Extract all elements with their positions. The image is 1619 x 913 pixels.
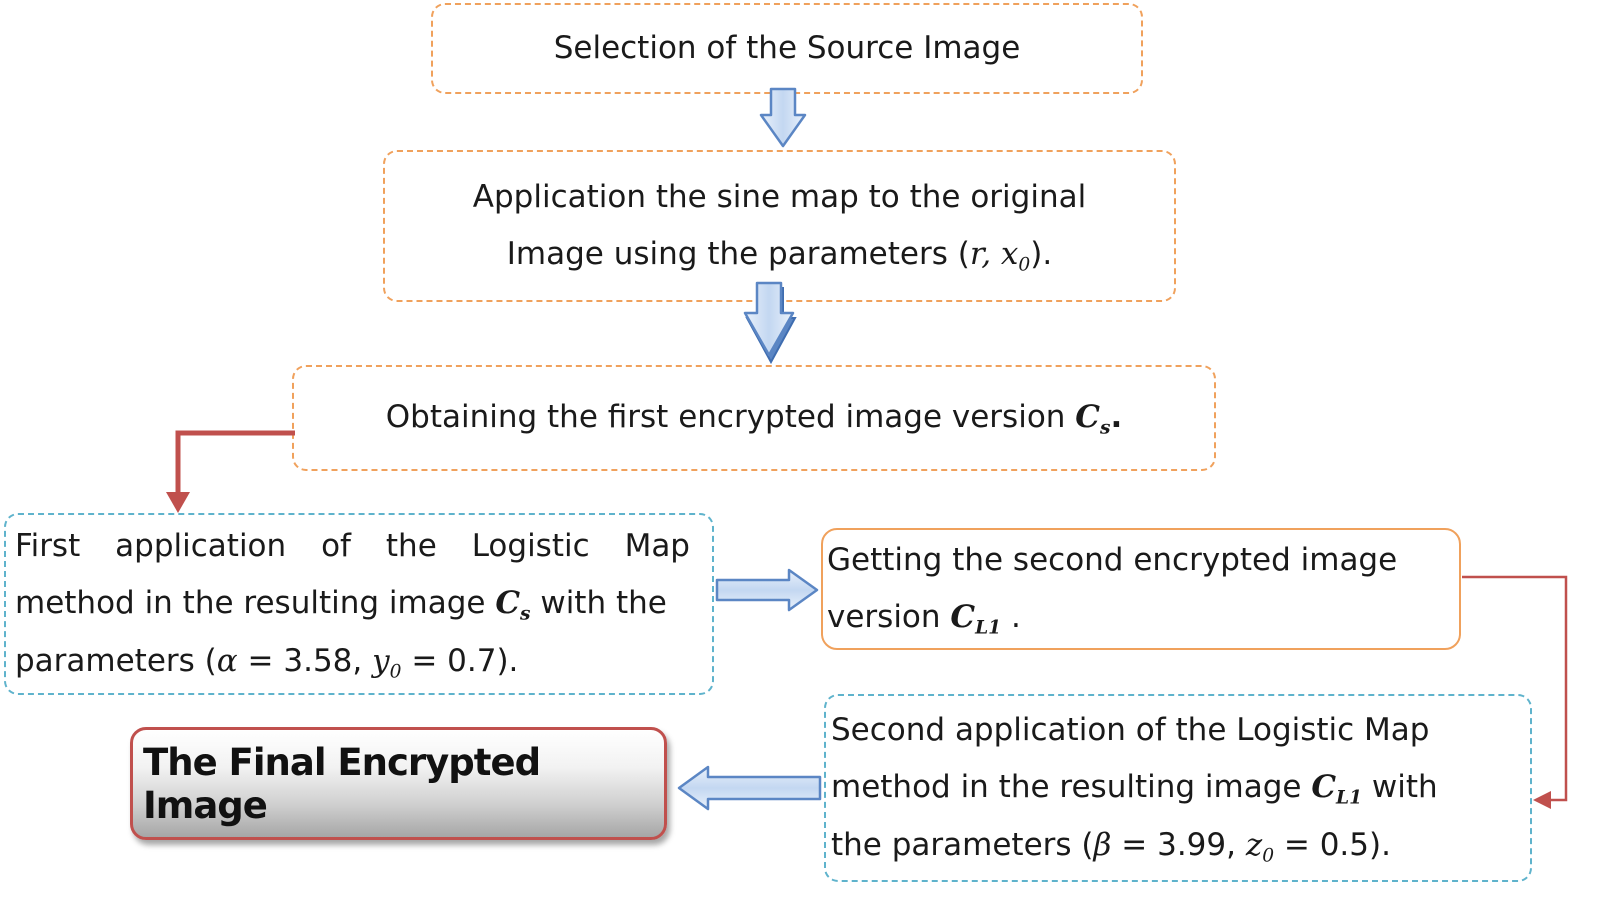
first-logistic-symbol: C — [495, 585, 521, 622]
red-elbow-arrowhead-left — [166, 492, 190, 513]
second-logistic-line2-prefix: method in the resulting image — [831, 769, 1312, 806]
first-logistic-line2: method in the resulting image Cs with th… — [15, 575, 690, 632]
final-encrypted-image-label: The Final Encrypted Image — [143, 740, 541, 827]
second-version-line2: version CL1 . — [827, 589, 1459, 646]
sine-map-line2: Image using the parameters (r, x0). — [507, 226, 1052, 283]
first-logistic-line2-prefix: method in the resulting image — [15, 585, 496, 622]
beta-value: = 3.99, — [1111, 826, 1246, 863]
first-version-symbol-sub: s — [1099, 417, 1111, 439]
right-arrow — [715, 568, 819, 612]
second-version-line1: Getting the second encrypted image — [827, 541, 1398, 578]
sine-map-line1: Application the sine map to the original — [472, 178, 1087, 215]
second-logistic-line2-suffix: with — [1362, 769, 1438, 806]
first-logistic-line3: parameters (α = 3.58, y0 = 0.7). — [15, 633, 690, 690]
y-value: = 0.7). — [401, 642, 519, 679]
second-logistic-line3-prefix: the parameters ( — [831, 826, 1094, 863]
second-version-symbol-sub: L1 — [975, 617, 1002, 639]
z-symbol-sub: 0 — [1262, 845, 1275, 867]
first-version-symbol: C — [1075, 399, 1100, 436]
y-symbol-sub: 0 — [389, 661, 402, 683]
first-logistic-line2-suffix: with the — [530, 585, 667, 622]
second-version-line2-prefix: version — [827, 599, 951, 635]
left-arrow — [677, 765, 822, 811]
sine-map-params: r, x — [969, 236, 1019, 272]
red-elbow-arrowhead-right — [1533, 791, 1551, 809]
sine-map-line2-suffix: ). — [1030, 236, 1053, 272]
second-logistic-line2: method in the resulting image CL1 with — [831, 759, 1530, 816]
sine-map-param-sub: 0 — [1018, 254, 1031, 276]
second-logistic-step-box: Second application of the Logistic Map m… — [824, 694, 1532, 882]
alpha-symbol: α — [216, 642, 238, 679]
y-symbol: y — [372, 642, 390, 679]
second-logistic-line3: the parameters (β = 3.99, z0 = 0.5). — [831, 817, 1530, 874]
final-encrypted-image-box: The Final Encrypted Image — [130, 727, 667, 840]
first-logistic-line1: First application of the Logistic Map — [15, 527, 690, 564]
down-arrow-2 — [743, 281, 795, 357]
first-logistic-line3-prefix: parameters ( — [15, 642, 217, 679]
red-elbow-arrow-right — [1462, 575, 1568, 802]
second-logistic-symbol: C — [1311, 769, 1337, 806]
first-version-step-box: Obtaining the first encrypted image vers… — [292, 365, 1216, 471]
red-elbow-arrow-left — [175, 430, 295, 495]
z-symbol: z — [1245, 826, 1263, 863]
first-version-text: Obtaining the first encrypted image vers… — [386, 389, 1122, 446]
first-logistic-step-box: First application of the Logistic Map me… — [4, 513, 714, 695]
first-version-suffix: . — [1110, 399, 1123, 436]
second-version-symbol: C — [950, 599, 976, 635]
down-arrow-1 — [759, 87, 807, 148]
first-logistic-symbol-sub: s — [520, 603, 531, 625]
alpha-value: = 3.58, — [237, 642, 373, 679]
sine-map-line2-prefix: Image using the parameters ( — [506, 236, 970, 272]
beta-symbol: β — [1093, 826, 1112, 863]
second-logistic-line1: Second application of the Logistic Map — [831, 711, 1430, 748]
second-version-line2-suffix: . — [1001, 599, 1021, 635]
selection-step-text: Selection of the Source Image — [553, 29, 1021, 66]
z-value: = 0.5). — [1274, 826, 1391, 863]
second-logistic-symbol-sub: L1 — [1336, 787, 1363, 809]
first-version-prefix: Obtaining the first encrypted image vers… — [385, 399, 1076, 436]
second-version-step-box: Getting the second encrypted image versi… — [821, 528, 1461, 650]
